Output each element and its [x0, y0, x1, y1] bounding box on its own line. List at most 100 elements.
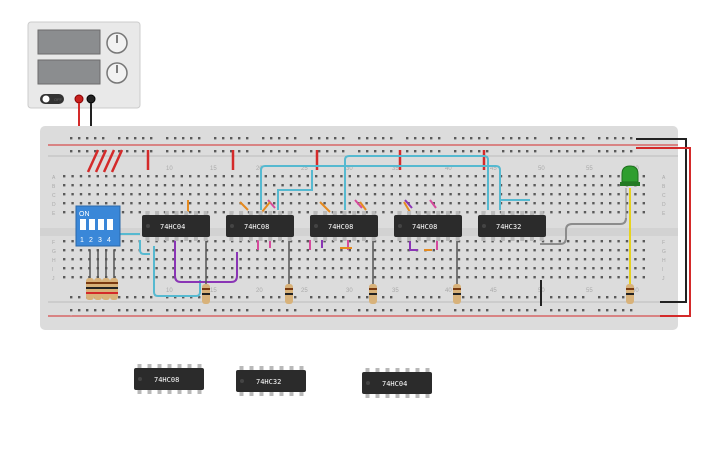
breadboard-hole[interactable] [457, 249, 461, 252]
breadboard-hole[interactable] [373, 258, 377, 261]
dip-toggle-4[interactable] [107, 219, 113, 230]
breadboard-hole[interactable] [281, 202, 284, 205]
breadboard-hole[interactable] [390, 249, 393, 252]
breadboard-hole[interactable] [558, 211, 561, 214]
breadboard-hole[interactable] [315, 267, 318, 270]
breadboard-hole[interactable] [516, 276, 519, 279]
breadboard-hole[interactable] [365, 193, 368, 196]
breadboard-hole[interactable] [326, 296, 329, 299]
breadboard-hole[interactable] [558, 150, 561, 153]
breadboard-hole[interactable] [422, 137, 425, 140]
breadboard-hole[interactable] [617, 193, 620, 196]
breadboard-hole[interactable] [567, 175, 570, 178]
breadboard-hole[interactable] [214, 175, 217, 178]
breadboard-hole[interactable] [438, 137, 441, 140]
breadboard-hole[interactable] [172, 211, 175, 214]
breadboard-hole[interactable] [180, 193, 183, 196]
breadboard-hole[interactable] [138, 175, 141, 178]
breadboard-hole[interactable] [600, 276, 603, 279]
breadboard-hole[interactable] [289, 193, 293, 196]
breadboard-hole[interactable] [606, 150, 609, 153]
negative-terminal[interactable] [86, 94, 96, 104]
breadboard-hole[interactable] [598, 296, 601, 299]
positive-terminal[interactable] [74, 94, 84, 104]
breadboard-hole[interactable] [238, 137, 241, 140]
breadboard-hole[interactable] [508, 258, 511, 261]
breadboard-hole[interactable] [499, 267, 503, 270]
breadboard-hole[interactable] [567, 240, 570, 243]
breadboard-hole[interactable] [198, 309, 201, 312]
breadboard-hole[interactable] [526, 309, 529, 312]
breadboard-hole[interactable] [334, 309, 337, 312]
breadboard-hole[interactable] [462, 137, 465, 140]
breadboard-hole[interactable] [550, 193, 553, 196]
breadboard-hole[interactable] [625, 211, 629, 214]
breadboard-hole[interactable] [609, 240, 612, 243]
breadboard-hole[interactable] [318, 137, 321, 140]
breadboard-hole[interactable] [574, 150, 577, 153]
breadboard-hole[interactable] [491, 175, 494, 178]
breadboard-hole[interactable] [550, 211, 553, 214]
breadboard-hole[interactable] [142, 296, 145, 299]
breadboard-hole[interactable] [407, 240, 410, 243]
breadboard-hole[interactable] [231, 202, 234, 205]
breadboard-hole[interactable] [550, 202, 553, 205]
breadboard-hole[interactable] [150, 309, 153, 312]
breadboard-hole[interactable] [278, 309, 281, 312]
breadboard-hole[interactable] [642, 240, 645, 243]
breadboard-hole[interactable] [390, 184, 393, 187]
breadboard-hole[interactable] [617, 184, 620, 187]
breadboard-hole[interactable] [625, 202, 629, 205]
breadboard-hole[interactable] [334, 150, 337, 153]
breadboard-hole[interactable] [289, 249, 293, 252]
breadboard-hole[interactable] [609, 249, 612, 252]
breadboard-hole[interactable] [130, 193, 133, 196]
breadboard-hole[interactable] [348, 240, 351, 243]
breadboard-hole[interactable] [622, 296, 625, 299]
breadboard-hole[interactable] [126, 309, 129, 312]
breadboard-hole[interactable] [609, 267, 612, 270]
breadboard-hole[interactable] [121, 249, 125, 252]
breadboard-hole[interactable] [197, 211, 200, 214]
breadboard-hole[interactable] [197, 267, 200, 270]
breadboard-hole[interactable] [567, 258, 570, 261]
breadboard-hole[interactable] [550, 150, 553, 153]
breadboard-hole[interactable] [432, 193, 435, 196]
resistor[interactable] [102, 278, 110, 300]
breadboard-hole[interactable] [264, 193, 267, 196]
breadboard-hole[interactable] [147, 267, 150, 270]
breadboard-hole[interactable] [357, 267, 360, 270]
breadboard-hole[interactable] [399, 258, 402, 261]
breadboard-hole[interactable] [541, 175, 545, 178]
breadboard-hole[interactable] [239, 258, 242, 261]
breadboard-hole[interactable] [246, 150, 249, 153]
breadboard-hole[interactable] [449, 258, 452, 261]
breadboard-hole[interactable] [606, 296, 609, 299]
breadboard-hole[interactable] [592, 276, 595, 279]
breadboard-hole[interactable] [374, 309, 377, 312]
breadboard-hole[interactable] [331, 258, 335, 261]
breadboard-hole[interactable] [583, 240, 587, 243]
breadboard-hole[interactable] [71, 175, 74, 178]
breadboard-hole[interactable] [78, 309, 81, 312]
breadboard-hole[interactable] [470, 309, 473, 312]
breadboard-hole[interactable] [155, 193, 158, 196]
breadboard-hole[interactable] [457, 184, 461, 187]
breadboard-hole[interactable] [457, 202, 461, 205]
breadboard-hole[interactable] [457, 175, 461, 178]
breadboard-hole[interactable] [462, 150, 465, 153]
breadboard-hole[interactable] [609, 193, 612, 196]
breadboard-hole[interactable] [180, 276, 183, 279]
breadboard-hole[interactable] [331, 249, 335, 252]
breadboard-hole[interactable] [147, 240, 150, 243]
breadboard-hole[interactable] [130, 258, 133, 261]
breadboard-hole[interactable] [94, 309, 97, 312]
breadboard-hole[interactable] [310, 296, 313, 299]
breadboard-hole[interactable] [63, 240, 66, 243]
breadboard-hole[interactable] [518, 309, 521, 312]
breadboard-hole[interactable] [182, 137, 185, 140]
breadboard-hole[interactable] [508, 240, 511, 243]
breadboard-hole[interactable] [382, 175, 385, 178]
breadboard-hole[interactable] [134, 309, 137, 312]
breadboard-hole[interactable] [273, 249, 276, 252]
